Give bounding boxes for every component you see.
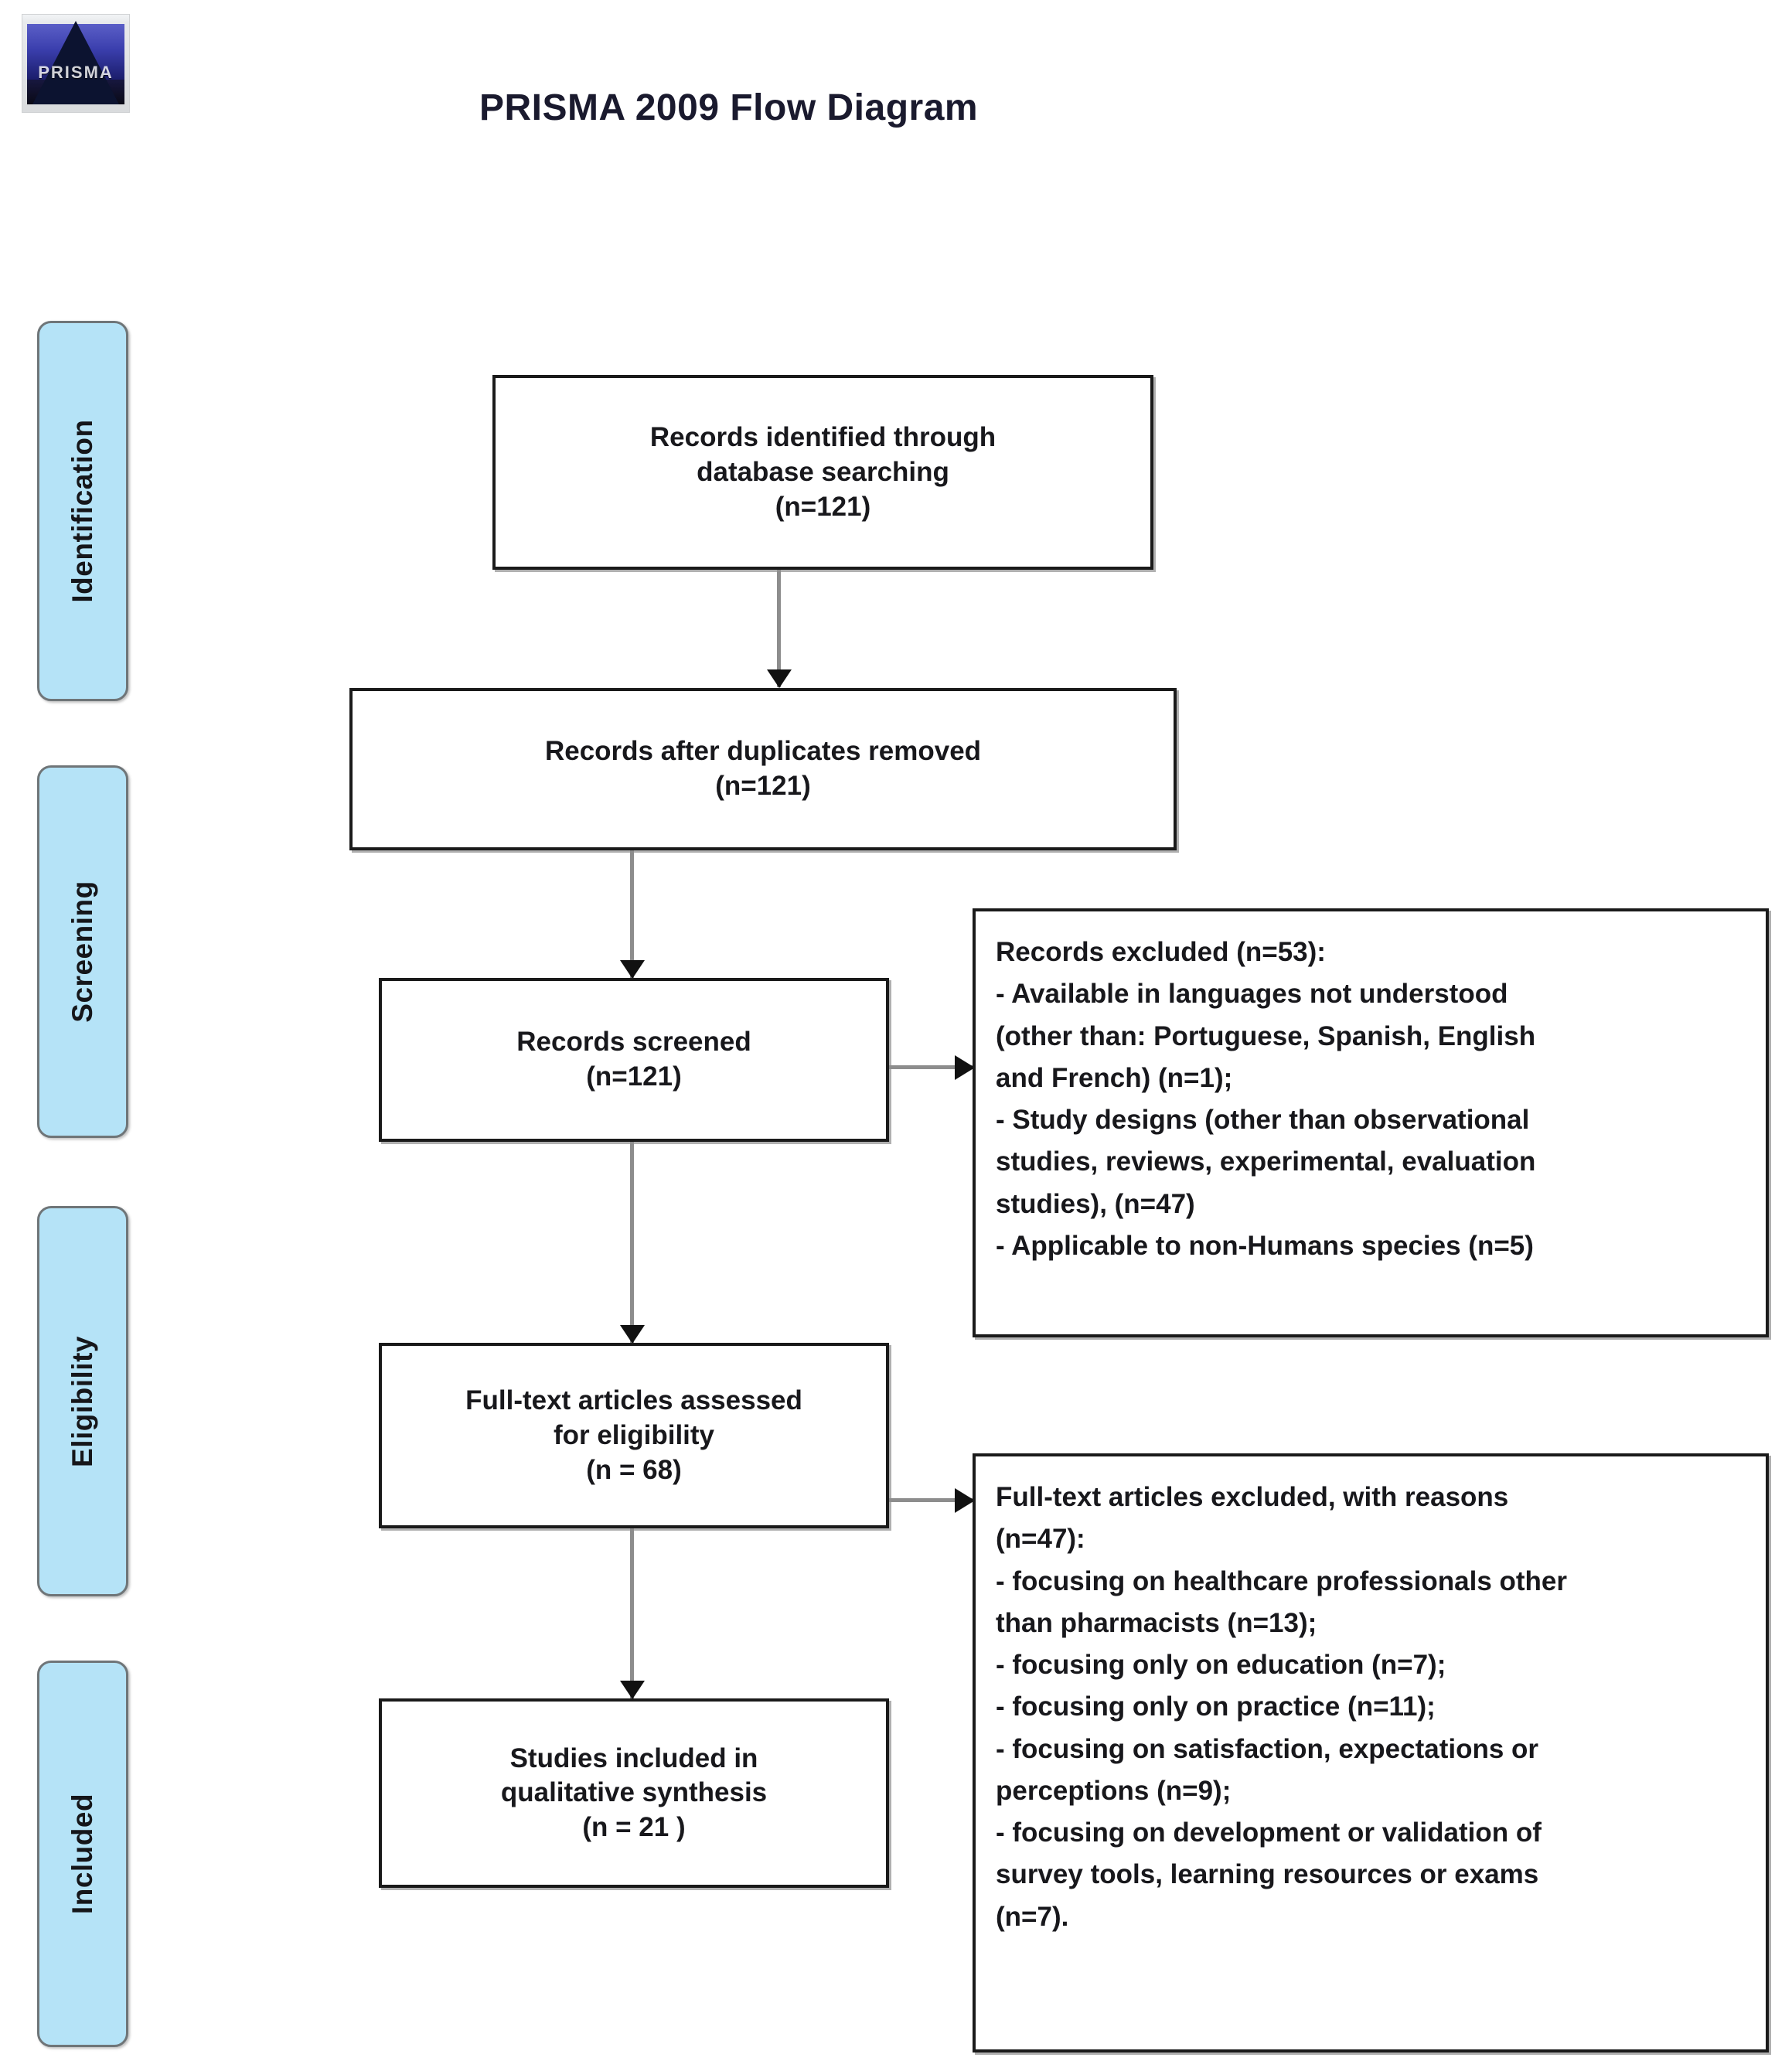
prisma-logo: PRISMA <box>22 14 130 113</box>
text-line: perceptions (n=9); <box>996 1775 1232 1806</box>
text-line: (n=121) <box>586 1061 682 1092</box>
stage-screening-label: Screening <box>66 881 98 1023</box>
text-line: studies, reviews, experimental, evaluati… <box>996 1146 1536 1177</box>
full-text-assessed-box: Full-text articles assessed for eligibil… <box>379 1343 889 1528</box>
text-line: - focusing on development or validation … <box>996 1817 1542 1848</box>
stage-eligibility-label: Eligibility <box>66 1335 98 1467</box>
text-line: - Applicable to non-Humans species (n=5) <box>996 1230 1534 1261</box>
text-line: Records screened <box>516 1027 751 1058</box>
prism-triangle-icon <box>32 21 119 104</box>
arrowhead-down-icon <box>619 960 645 979</box>
text-line: Full-text articles assessed <box>465 1385 802 1415</box>
text-line: Records identified through <box>649 421 997 452</box>
stage-included-label: Included <box>66 1793 98 1915</box>
studies-included-box: Studies included in qualitative synthesi… <box>379 1698 889 1888</box>
text-line: database searching <box>697 456 949 487</box>
stage-identification: Identification <box>37 321 128 701</box>
arrowhead-down-icon <box>766 669 792 688</box>
text-line: Records after duplicates removed <box>544 736 982 767</box>
stage-screening: Screening <box>37 765 128 1138</box>
connector-screened-to-excluded <box>889 1054 975 1080</box>
records-excluded-box: Records excluded (n=53): - Available in … <box>973 908 1769 1337</box>
arrowhead-right-icon <box>955 1487 975 1513</box>
text-line: studies), (n=47) <box>996 1188 1195 1219</box>
arrowhead-down-icon <box>619 1325 645 1344</box>
arrowhead-down-icon <box>619 1681 645 1699</box>
records-screened-text: Records screened (n=121) <box>382 1025 886 1095</box>
records-identified-text: Records identified through database sear… <box>496 421 1150 524</box>
connector-duplicates-to-screened <box>619 850 645 979</box>
text-line: (n=121) <box>775 491 871 522</box>
records-screened-box: Records screened (n=121) <box>379 978 889 1142</box>
text-line: (other than: Portuguese, Spanish, Englis… <box>996 1020 1536 1051</box>
text-line: Studies included in <box>509 1742 758 1773</box>
text-line: than pharmacists (n=13); <box>996 1607 1317 1638</box>
text-line: - focusing on healthcare professionals o… <box>996 1565 1568 1596</box>
text-line: qualitative synthesis <box>500 1777 768 1808</box>
records-after-duplicates-box: Records after duplicates removed (n=121) <box>349 688 1177 850</box>
connector-identified-to-duplicates <box>766 570 792 688</box>
text-line: (n=47): <box>996 1524 1085 1555</box>
text-line: (n = 21 ) <box>582 1811 686 1842</box>
stage-identification-label: Identification <box>66 419 98 603</box>
logo-wordmark: PRISMA <box>38 63 114 82</box>
connector-fulltext-to-excluded <box>889 1487 975 1513</box>
full-text-assessed-text: Full-text articles assessed for eligibil… <box>382 1384 886 1487</box>
records-after-duplicates-text: Records after duplicates removed (n=121) <box>353 734 1174 804</box>
full-text-excluded-box: Full-text articles excluded, with reason… <box>973 1453 1769 2052</box>
text-line: - Available in languages not understood <box>996 979 1508 1010</box>
text-line: survey tools, learning resources or exam… <box>996 1859 1539 1890</box>
records-excluded-text: Records excluded (n=53): - Available in … <box>976 911 1766 1267</box>
text-line: - focusing only on practice (n=11); <box>996 1691 1436 1722</box>
text-line: for eligibility <box>553 1419 715 1450</box>
text-line: - focusing on satisfaction, expectations… <box>996 1733 1539 1764</box>
records-identified-box: Records identified through database sear… <box>492 375 1153 570</box>
connector-fulltext-to-included <box>619 1528 645 1699</box>
stage-eligibility: Eligibility <box>37 1206 128 1596</box>
text-line: (n=121) <box>715 771 811 801</box>
text-line: and French) (n=1); <box>996 1062 1233 1093</box>
text-line: Records excluded (n=53): <box>996 937 1326 967</box>
text-line: (n=7). <box>996 1901 1069 1932</box>
page-title: PRISMA 2009 Flow Diagram <box>479 87 979 128</box>
text-line: (n = 68) <box>586 1454 682 1485</box>
text-line: Full-text articles excluded, with reason… <box>996 1482 1509 1512</box>
text-line: - Study designs (other than observationa… <box>996 1105 1530 1135</box>
text-line: - focusing only on education (n=7); <box>996 1650 1446 1680</box>
connector-screened-to-fulltext <box>619 1142 645 1344</box>
full-text-excluded-text: Full-text articles excluded, with reason… <box>976 1456 1766 1938</box>
arrowhead-right-icon <box>955 1054 975 1080</box>
stage-included: Included <box>37 1661 128 2047</box>
studies-included-text: Studies included in qualitative synthesi… <box>382 1741 886 1845</box>
